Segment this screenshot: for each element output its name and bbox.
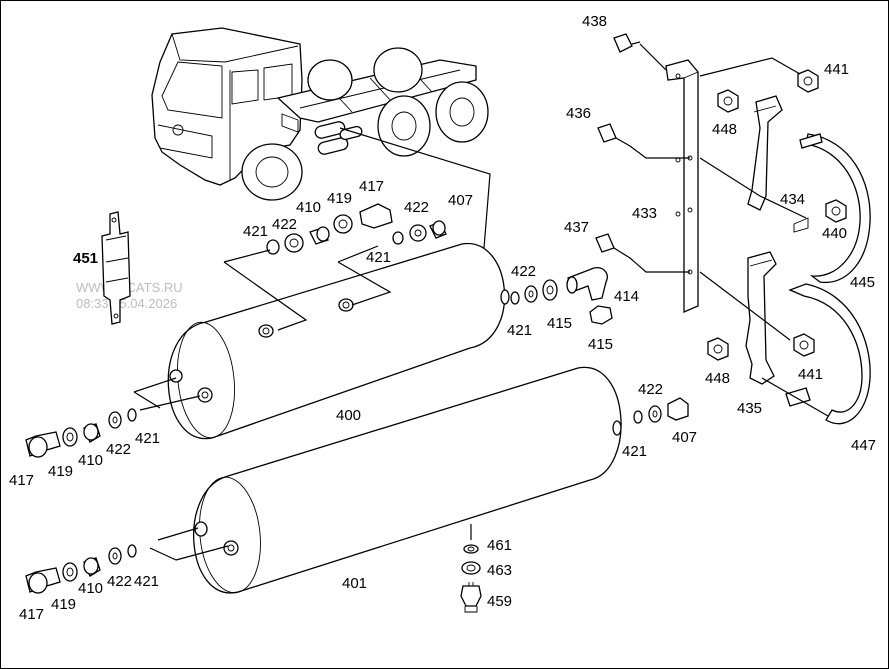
label-445: 445 [850,274,875,291]
label-410-left-a: 410 [78,452,103,469]
label-437: 437 [564,219,589,236]
strap-bracket-435 [699,251,791,385]
label-438: 438 [582,13,607,30]
label-421-right: 421 [507,322,532,339]
label-417-top: 417 [359,178,384,195]
nut-448-upper [717,89,739,113]
label-461: 461 [487,537,512,554]
air-tank-401 [193,366,622,594]
label-421-top-b: 421 [366,249,391,266]
label-401: 401 [342,575,367,592]
strap-band-445 [799,133,871,284]
drain-valve-assembly [460,524,482,613]
label-417-left-a: 417 [9,472,34,489]
bolt-436 [597,123,690,159]
bolt-438 [613,33,667,71]
label-419-left-b: 419 [51,596,76,613]
label-435: 435 [737,400,762,417]
watermark-timestamp: 08:33 15.04.2026 [76,296,177,311]
label-414: 414 [614,288,639,305]
nut-441-upper [699,57,819,93]
label-419-left-a: 419 [48,463,73,480]
label-440: 440 [822,225,847,242]
label-441-top: 441 [824,61,849,78]
label-422-right: 422 [511,263,536,280]
label-421-top-a: 421 [243,223,268,240]
tank-401-right-fittings [633,397,689,424]
label-421-left-b: 421 [134,573,159,590]
label-441-bottom: 441 [798,366,823,383]
tank-400-left-fittings [25,377,201,458]
label-434: 434 [780,191,805,208]
label-415-a: 415 [547,315,572,332]
label-410-top: 410 [296,199,321,216]
label-448-top: 448 [712,121,737,138]
bracket-451 [101,211,131,325]
truck-air-tanks [314,121,363,155]
air-tank-400 [167,243,510,440]
label-447: 447 [851,437,876,454]
label-421-left-a: 421 [135,430,160,447]
tank-400-top-fittings [223,203,447,331]
nut-448-lower [707,337,729,361]
label-422-right-b: 422 [638,381,663,398]
nut-441-lower [793,333,815,357]
label-407-right: 407 [672,429,697,446]
label-436: 436 [566,105,591,122]
label-410-left-b: 410 [78,580,103,597]
label-419-top: 419 [327,190,352,207]
truck-illustration [151,27,491,249]
nut-440 [825,199,847,223]
bolt-437 [595,233,690,273]
label-417-left-b: 417 [19,606,44,623]
label-448-bottom: 448 [705,370,730,387]
label-463: 463 [487,562,512,579]
label-415-b: 415 [588,336,613,353]
strap-bracket-434 [699,95,809,233]
strap-band-447 [761,283,871,425]
label-422-top-b: 422 [404,199,429,216]
label-459: 459 [487,593,512,610]
label-407-top: 407 [448,192,473,209]
label-451: 451 [73,250,98,267]
label-4224-left-b: 422 [107,573,132,590]
label-433: 433 [632,205,657,222]
label-400: 400 [336,407,361,424]
label-422-top-a: 422 [272,216,297,233]
label-422-left-a: 422 [106,441,131,458]
tank-400-right-fittings [510,267,613,325]
tank-401-left-fittings [25,527,229,594]
part-number-labels: 451 421 422 410 419 417 422 407 421 422 … [9,13,876,623]
label-421-right-b: 421 [622,443,647,460]
